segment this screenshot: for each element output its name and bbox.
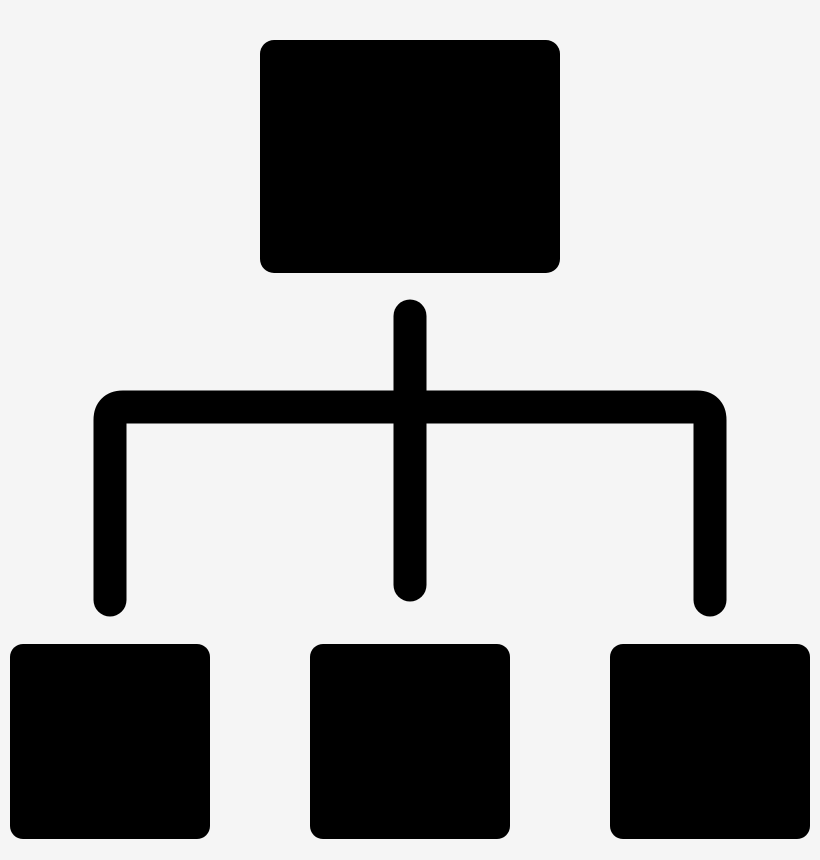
parent-node [260, 40, 560, 273]
child-node-center [310, 644, 510, 839]
child-node-right [610, 644, 810, 839]
child-node-left [10, 644, 210, 839]
branch-connector [93, 390, 727, 617]
